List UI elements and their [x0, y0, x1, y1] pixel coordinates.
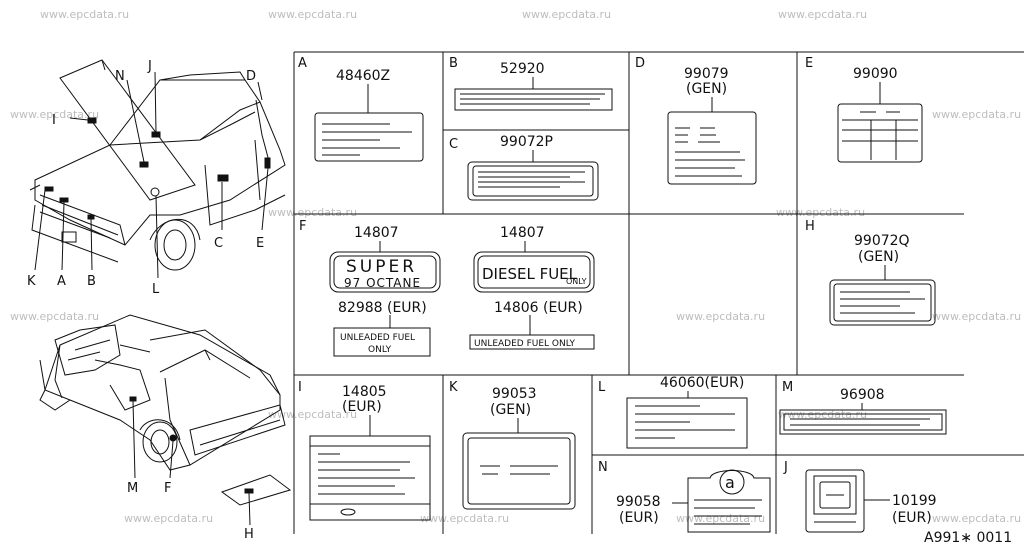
callout-a: A	[57, 274, 66, 289]
callout-f: F	[164, 481, 171, 496]
panel-letter: N	[598, 460, 608, 475]
part-number: 14806 (EUR)	[494, 300, 583, 316]
panel-letter: B	[449, 56, 458, 71]
watermark: www.epcdata.ru	[522, 8, 611, 21]
callout-j: J	[147, 59, 152, 74]
part-spec: (EUR)	[619, 510, 659, 526]
part-number: 99090	[853, 66, 898, 82]
panel-m: M 96908	[779, 380, 947, 435]
panel-grid	[293, 51, 1024, 534]
super-label-text: 97 OCTANE	[344, 276, 421, 290]
front-vehicle-callouts: N J D I C E K A B L	[27, 59, 264, 297]
part-number: 14805	[342, 384, 387, 400]
watermark: www.epcdata.ru	[932, 310, 1021, 323]
part-number: 14807	[354, 225, 399, 241]
part-number: 10199	[892, 493, 937, 509]
watermark: www.epcdata.ru	[676, 512, 765, 525]
super-label-text: SUPER	[346, 257, 417, 277]
panel-letter: J	[783, 460, 788, 475]
part-number: 99058	[616, 494, 661, 510]
part-number: 46060(EUR)	[660, 375, 744, 391]
panel-letter: C	[449, 137, 458, 152]
rear-vehicle-drawing	[39, 314, 292, 526]
callout-l: L	[152, 282, 160, 297]
panel-letter: E	[805, 56, 813, 71]
part-number: 52920	[500, 61, 545, 77]
front-vehicle-drawing	[29, 59, 286, 279]
panel-letter: D	[635, 56, 645, 71]
part-spec: (EUR)	[892, 510, 932, 526]
watermark: www.epcdata.ru	[10, 108, 99, 121]
watermark: www.epcdata.ru	[124, 512, 213, 525]
part-spec: (GEN)	[858, 249, 899, 265]
diesel-label-text: DIESEL FUEL	[482, 265, 578, 283]
callout-d: D	[246, 69, 256, 84]
callout-i: I	[52, 113, 56, 128]
callout-n: N	[115, 69, 125, 84]
watermark: www.epcdata.ru	[420, 512, 509, 525]
part-number: 14807	[500, 225, 545, 241]
watermark: www.epcdata.ru	[40, 8, 129, 21]
watermark: www.epcdata.ru	[268, 8, 357, 21]
callout-m: M	[127, 481, 138, 496]
watermark: www.epcdata.ru	[268, 408, 357, 421]
panel-letter: A	[298, 56, 307, 71]
part-number: 99079	[684, 66, 729, 82]
watermark: www.epcdata.ru	[776, 206, 865, 219]
figure-code: A991∗ 0011	[924, 530, 1012, 546]
panel-letter: K	[449, 380, 458, 395]
watermark: www.epcdata.ru	[932, 512, 1021, 525]
watermark: www.epcdata.ru	[268, 206, 357, 219]
panel-c: C 99072P	[449, 134, 599, 201]
part-number: 99072P	[500, 134, 553, 150]
panel-b: B 52920	[449, 56, 613, 111]
callout-k: K	[27, 274, 36, 289]
part-number: 99053	[492, 386, 537, 402]
panel-letter: I	[298, 380, 302, 395]
panel-e: E 99090	[805, 56, 923, 163]
panel-letter: L	[598, 380, 606, 395]
panel-letter: F	[299, 219, 306, 234]
panel-d: D 99079 (GEN)	[635, 56, 757, 185]
part-spec: (EUR)	[342, 399, 382, 415]
unleaded-label-text: UNLEADED FUEL	[340, 333, 415, 343]
callout-h: H	[244, 527, 254, 542]
rear-vehicle-callouts: M F H	[127, 481, 254, 542]
callout-b: B	[87, 274, 96, 289]
watermark: www.epcdata.ru	[676, 310, 765, 323]
panel-f: F 14807 14807 SUPER 97 OCTANE DIESEL FUE…	[299, 219, 595, 357]
part-number: 99072Q	[854, 233, 910, 249]
part-number: 48460Z	[336, 68, 390, 84]
part-spec: (GEN)	[686, 81, 727, 97]
watermark: www.epcdata.ru	[10, 310, 99, 323]
panel-l: L 46060(EUR)	[598, 375, 748, 449]
unleaded-label-text: UNLEADED FUEL ONLY	[474, 339, 576, 349]
panel-i: I 14805 (EUR)	[298, 380, 431, 521]
part-number: 96908	[840, 387, 885, 403]
callout-c: C	[214, 236, 223, 251]
panel-k: K 99053 (GEN)	[449, 380, 576, 510]
panel-h: H 99072Q (GEN)	[805, 219, 936, 326]
part-spec: (GEN)	[490, 402, 531, 418]
watermark: www.epcdata.ru	[932, 108, 1021, 121]
panel-n: N 99058 (EUR) a	[598, 460, 771, 533]
watermark: www.epcdata.ru	[778, 8, 867, 21]
panel-a: A 48460Z	[298, 56, 424, 162]
watermarks: www.epcdata.ru www.epcdata.ru www.epcdat…	[10, 8, 1021, 525]
emblem-letter: a	[725, 473, 735, 492]
panel-letter: H	[805, 219, 815, 234]
diesel-label-text: ONLY	[566, 277, 587, 286]
callout-e: E	[256, 236, 264, 251]
panel-j: J 10199 (EUR)	[783, 460, 937, 533]
part-number: 82988 (EUR)	[338, 300, 427, 316]
unleaded-label-text: ONLY	[368, 345, 392, 355]
panel-letter: M	[782, 380, 793, 395]
